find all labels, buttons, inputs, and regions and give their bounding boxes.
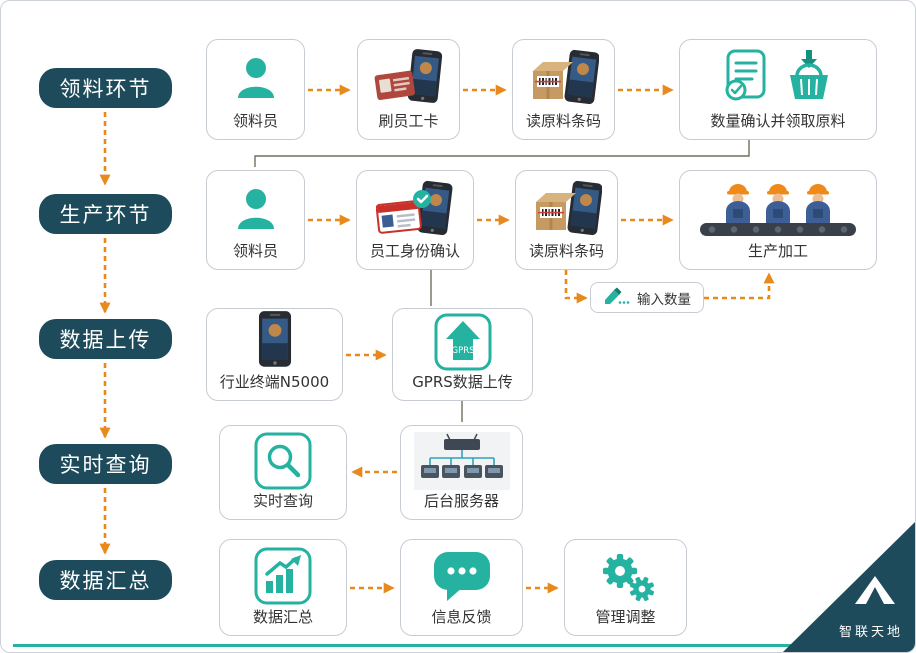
- node-confirm-receive: 数量确认并领取原料: [679, 39, 877, 140]
- checklist-icon: [722, 49, 768, 107]
- node-label: 信息反馈: [431, 608, 492, 626]
- node-label: 行业终端N5000: [219, 373, 330, 391]
- node-label: 管理调整: [595, 608, 656, 626]
- stage-pill-data-summary: 数据汇总: [39, 560, 172, 600]
- person-icon: [230, 46, 282, 110]
- node-label: 刷员工卡: [378, 112, 439, 130]
- node-picker-row1: 领料员: [206, 39, 305, 140]
- speech-bubble-icon: [431, 546, 493, 606]
- node-terminal-n5000: 行业终端N5000: [206, 308, 343, 401]
- node-realtime-query: 实时查询: [219, 425, 347, 520]
- chart-growth-icon: [254, 546, 312, 606]
- node-label: GPRS数据上传: [412, 373, 513, 391]
- brand-logo: 智联天地: [783, 522, 915, 652]
- server-network-icon: [413, 432, 510, 490]
- node-label: 数量确认并领取原料: [710, 112, 846, 130]
- node-label: 实时查询: [252, 492, 313, 510]
- node-label: 输入数量: [637, 291, 691, 308]
- id-check-phone-icon: [376, 177, 454, 240]
- search-icon: [254, 432, 312, 490]
- node-label: 生产加工: [747, 242, 808, 260]
- node-label: 数据汇总: [252, 608, 313, 626]
- node-gprs-upload: GPRS GPRS数据上传: [392, 308, 533, 401]
- node-swipe-card: 刷员工卡: [357, 39, 460, 140]
- node-management-adjust: 管理调整: [564, 539, 687, 636]
- mountain-logo-icon: [855, 576, 895, 604]
- stage-pill-production: 生产环节: [39, 194, 172, 234]
- stage-label: 生产环节: [59, 203, 152, 227]
- node-label: 领料员: [232, 112, 278, 130]
- gears-icon: [593, 546, 659, 606]
- stage-label: 数据上传: [59, 328, 152, 352]
- id-card-phone-icon: [374, 46, 444, 110]
- stage-label: 数据汇总: [59, 569, 152, 593]
- barcode-box-phone-icon: [529, 46, 599, 110]
- stage-pill-material-picking: 领料环节: [39, 68, 172, 108]
- node-label: 读原料条码: [528, 242, 604, 260]
- node-label: 后台服务器: [423, 492, 499, 510]
- node-identity-confirm: 员工身份确认: [356, 170, 474, 270]
- basket-receive-icon: [784, 49, 834, 107]
- node-read-barcode-2: 读原料条码: [515, 170, 618, 270]
- node-backend-server: 后台服务器: [400, 425, 523, 520]
- bottom-accent-line: [13, 644, 903, 647]
- node-label: 员工身份确认: [369, 242, 460, 260]
- node-read-barcode-1: 读原料条码: [512, 39, 615, 140]
- handheld-terminal-icon: [255, 309, 295, 371]
- stage-pill-realtime-query: 实时查询: [39, 444, 172, 484]
- barcode-box-phone-icon: [532, 177, 602, 240]
- node-feedback: 信息反馈: [400, 539, 523, 636]
- node-data-summary: 数据汇总: [219, 539, 347, 636]
- node-label: 领料员: [232, 242, 278, 260]
- node-input-quantity: 输入数量: [590, 282, 704, 313]
- stage-label: 领料环节: [59, 77, 152, 101]
- node-label: 读原料条码: [525, 112, 601, 130]
- node-picker-row2: 领料员: [206, 170, 305, 270]
- stage-pill-data-upload: 数据上传: [39, 319, 172, 359]
- node-production: 生产加工: [679, 170, 877, 270]
- stage-label: 实时查询: [59, 453, 152, 477]
- pencil-icon: [603, 286, 631, 310]
- gprs-icon-text: GPRS: [451, 346, 474, 356]
- gprs-upload-icon: GPRS: [434, 313, 492, 371]
- workers-conveyor-icon: [690, 174, 866, 240]
- brand-name: 智联天地: [838, 625, 903, 640]
- person-icon: [230, 177, 282, 240]
